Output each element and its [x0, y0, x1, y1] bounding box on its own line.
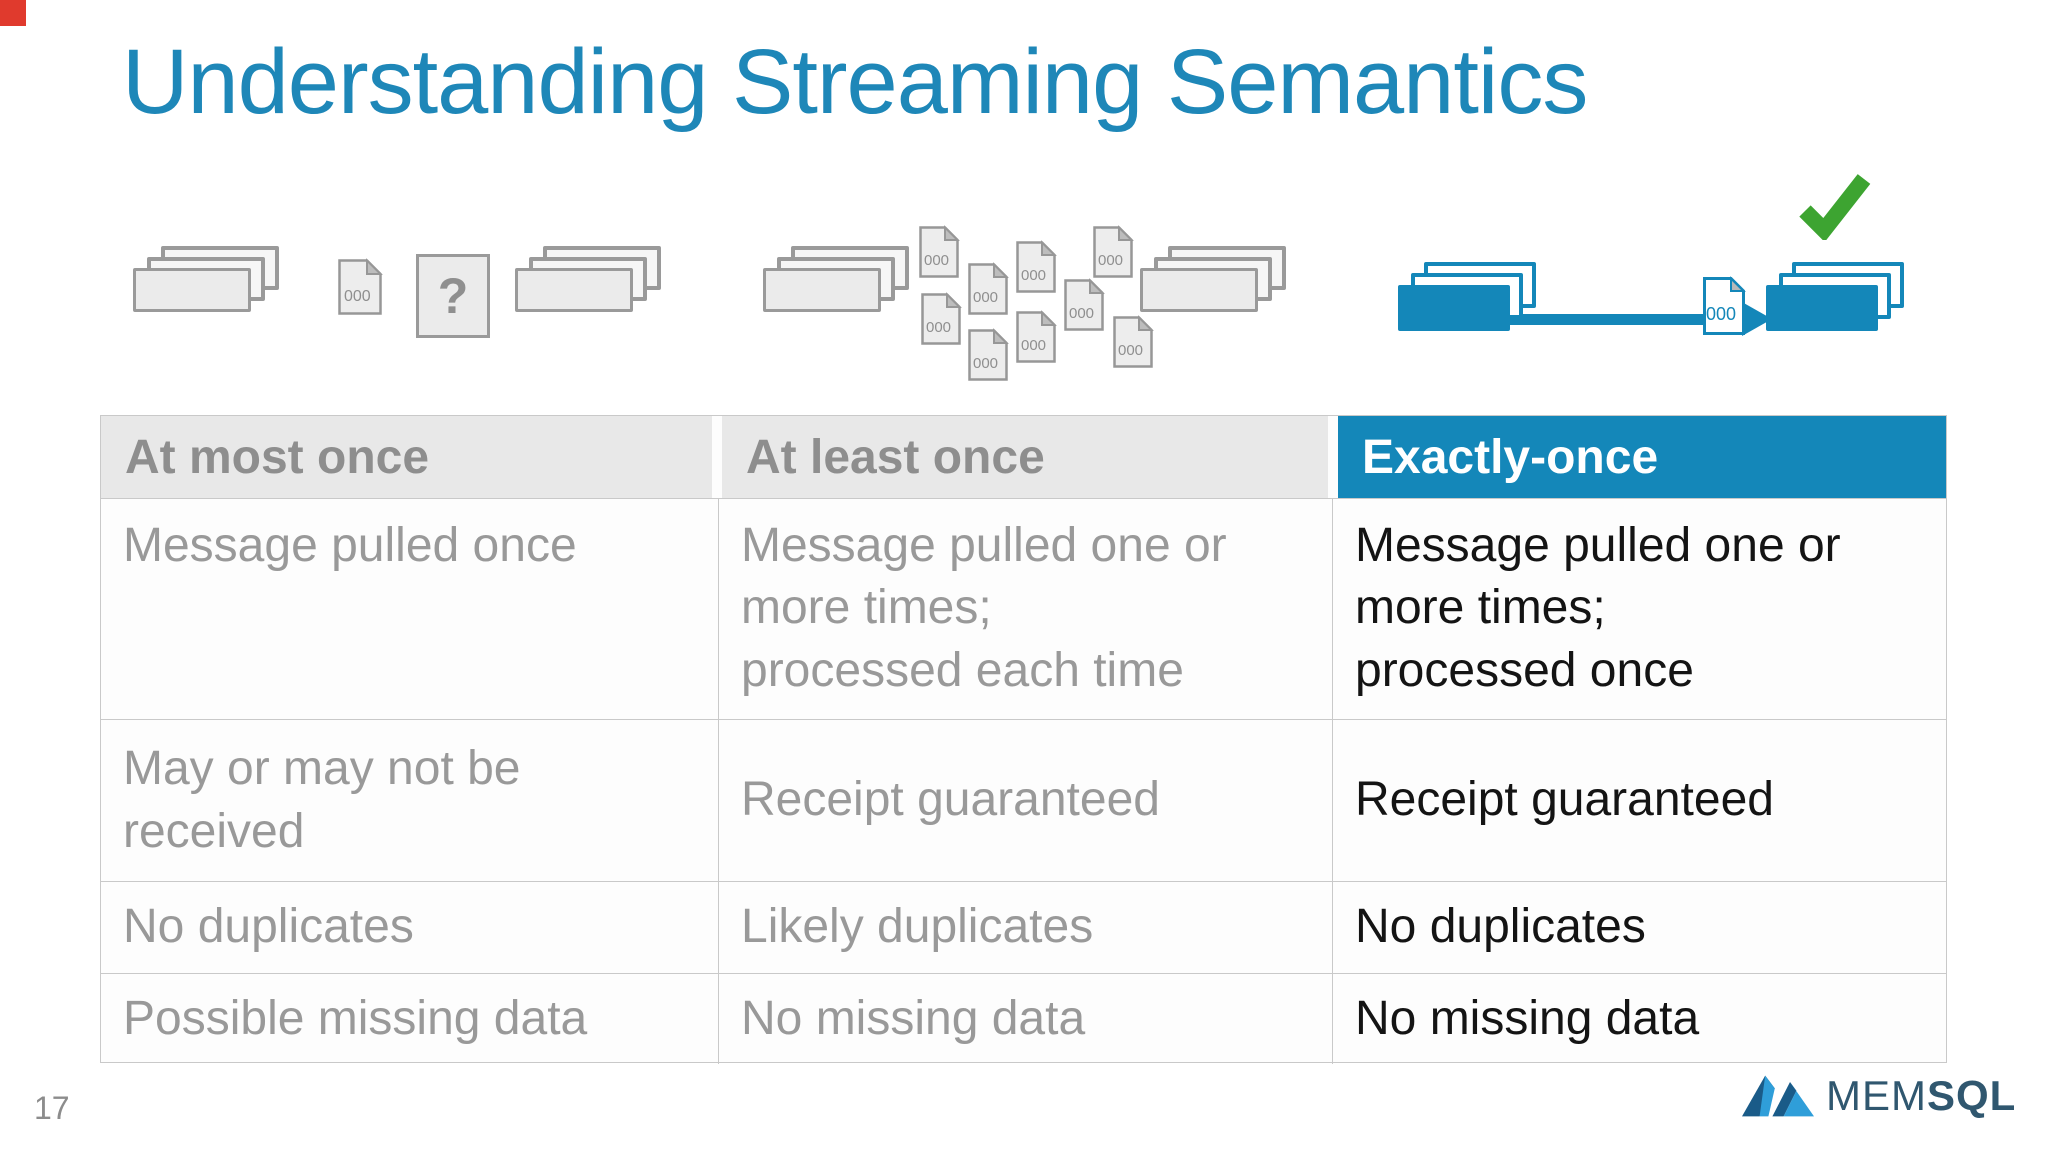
- blue-message-stack-icon: [1398, 262, 1540, 332]
- memsql-logo: MEMSQL: [1742, 1068, 2016, 1120]
- doc-label: 000: [1021, 267, 1046, 284]
- card-shape: [515, 268, 633, 312]
- table-cell: Receipt guaranteed: [718, 720, 1332, 881]
- message-stack-icon: [763, 246, 909, 314]
- table-row: Message pulled once Message pulled one o…: [101, 498, 1946, 719]
- table-cell: Message pulled one or more times; proces…: [1332, 499, 1946, 719]
- pipeline-connector: [1500, 314, 1750, 325]
- logo-sql: SQL: [1927, 1072, 2017, 1119]
- document-icon: 000: [968, 328, 1009, 381]
- page-number: 17: [34, 1090, 70, 1126]
- cell-text: Message pulled one or more times; proces…: [1355, 519, 1841, 697]
- header-exactly-once: Exactly-once: [1338, 416, 1946, 498]
- table-header-row: At most once At least once Exactly-once: [101, 416, 1946, 498]
- message-stack-icon: [515, 246, 661, 314]
- table-cell: No missing data: [1332, 974, 1946, 1064]
- header-at-least-once: At least once: [722, 416, 1328, 498]
- table-cell: Likely duplicates: [718, 882, 1332, 973]
- cell-text: Possible missing data: [123, 991, 588, 1045]
- document-icon: 000: [1113, 315, 1154, 368]
- slide-title: Understanding Streaming Semantics: [122, 31, 1588, 133]
- red-corner-marker: [0, 0, 26, 26]
- table-row: May or may not be received Receipt guara…: [101, 719, 1946, 881]
- cell-text: No duplicates: [123, 900, 414, 954]
- semantics-comparison-table: At most once At least once Exactly-once …: [100, 415, 1947, 1064]
- doc-label: 000: [924, 252, 949, 269]
- question-card-icon: ?: [416, 254, 490, 338]
- card-shape: [763, 268, 881, 312]
- table-cell: May or may not be received: [101, 720, 718, 881]
- blue-message-stack-icon: [1766, 262, 1908, 332]
- doc-label: 000: [344, 288, 371, 305]
- card-shape: [1398, 285, 1510, 331]
- header-at-most-once: At most once: [101, 416, 712, 498]
- cell-text: No missing data: [741, 991, 1086, 1045]
- document-icon: 000: [1016, 310, 1057, 363]
- card-shape: [1140, 268, 1258, 312]
- cell-text: Likely duplicates: [741, 900, 1094, 954]
- table-cell: Possible missing data: [101, 974, 718, 1064]
- document-icon: 000: [1016, 240, 1057, 293]
- table-body: Message pulled once Message pulled one o…: [101, 498, 1946, 1064]
- table-cell: No duplicates: [101, 882, 718, 973]
- cell-text: No duplicates: [1355, 900, 1646, 954]
- cell-text: Receipt guaranteed: [741, 773, 1160, 827]
- card-shape: [133, 268, 251, 312]
- table-row: Possible missing data No missing data No…: [101, 973, 1946, 1064]
- document-icon: 000: [968, 262, 1009, 315]
- memsql-logo-mark-icon: [1742, 1075, 1814, 1117]
- table-cell: No missing data: [718, 974, 1332, 1064]
- table-cell: Message pulled once: [101, 499, 718, 719]
- doc-label: 000: [1118, 342, 1143, 359]
- green-check-icon: [1799, 174, 1871, 240]
- doc-label: 000: [1098, 252, 1123, 269]
- table-cell: Message pulled one or more times; proces…: [718, 499, 1332, 719]
- document-icon: 000: [919, 225, 960, 278]
- memsql-logo-text: MEMSQL: [1826, 1072, 2016, 1120]
- document-icon: 000: [1064, 278, 1105, 331]
- message-stack-icon: [133, 246, 279, 314]
- cell-text: Message pulled one or more times; proces…: [741, 519, 1227, 697]
- cell-text: Message pulled once: [123, 519, 577, 572]
- table-cell: No duplicates: [1332, 882, 1946, 973]
- card-shape: [1766, 285, 1878, 331]
- logo-mem: MEM: [1826, 1072, 1927, 1119]
- doc-label: 000: [973, 289, 998, 306]
- document-icon: 000: [1093, 225, 1134, 278]
- message-stack-icon: [1140, 246, 1286, 314]
- doc-label: 000: [973, 355, 998, 372]
- document-icon: 000: [921, 292, 962, 345]
- doc-label: 000: [1706, 304, 1736, 324]
- doc-label: 000: [1021, 337, 1046, 354]
- blue-document-icon: 000: [1703, 276, 1746, 335]
- table-cell: Receipt guaranteed: [1332, 720, 1946, 881]
- question-mark: ?: [437, 268, 469, 324]
- table-row: No duplicates Likely duplicates No dupli…: [101, 881, 1946, 973]
- doc-label: 000: [926, 319, 951, 336]
- doc-label: 000: [1069, 305, 1094, 322]
- cell-text: Receipt guaranteed: [1355, 773, 1774, 827]
- document-icon: 000: [338, 258, 383, 315]
- cell-text: May or may not be received: [123, 742, 521, 858]
- cell-text: No missing data: [1355, 991, 1700, 1045]
